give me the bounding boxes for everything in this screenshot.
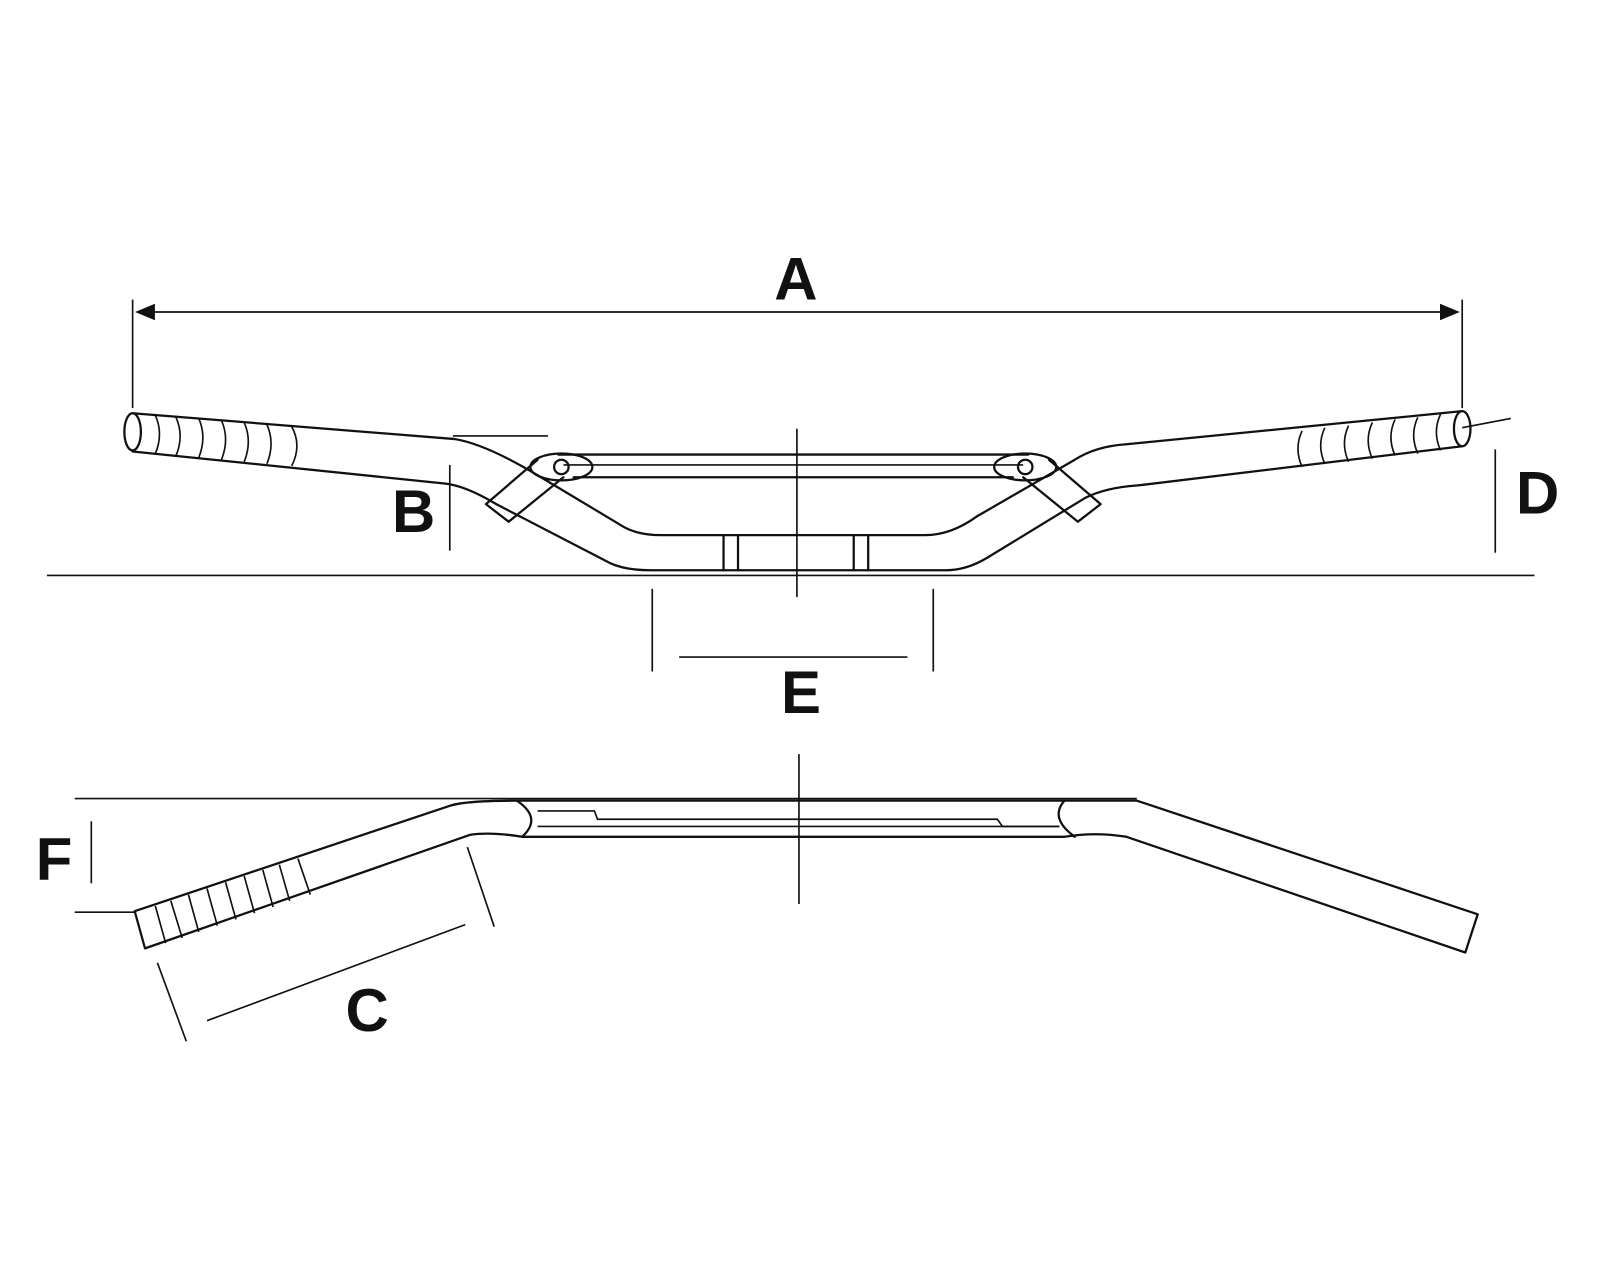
left-grip-knurling [154,414,298,467]
dimension-b: B [392,435,548,551]
label-d: D [1516,459,1559,526]
left-bar-end [123,412,143,452]
dimension-d: D [1494,449,1559,553]
label-f: F [36,826,73,893]
bar-top-edge [131,410,1464,537]
bar-bottom-edge [131,445,1464,572]
right-crossbar-mount [993,452,1058,482]
dimension-f: F [36,821,135,914]
side-grip-knurling [154,858,312,944]
front-view [46,410,1535,598]
dimension-c: C [156,846,495,1044]
right-grip-knurling [1297,413,1442,468]
side-bar-upper [133,799,1479,954]
label-c: C [346,977,389,1044]
label-b: B [392,478,435,545]
side-view [74,754,1479,954]
clamp-marks [722,534,870,572]
dimension-e: E [651,588,935,726]
label-a: A [774,246,817,313]
left-crossbar-mount [529,452,594,482]
dimension-a: A [131,246,1464,409]
label-e: E [781,659,821,726]
right-bar-end [1452,410,1472,448]
crossbar [484,452,1102,523]
